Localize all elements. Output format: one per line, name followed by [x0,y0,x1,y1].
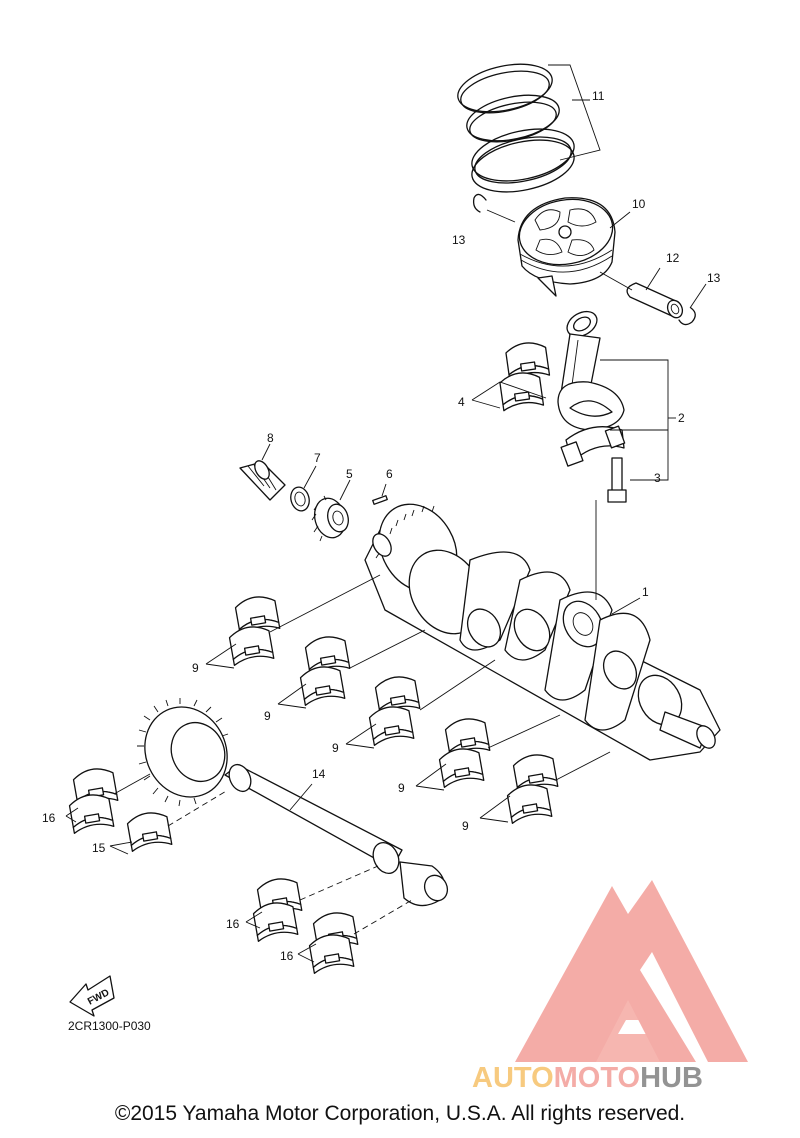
leader-lines [65,64,707,963]
part-label-13-a: 13 [452,233,466,247]
watermark-moto: MOTO [554,1062,640,1094]
bolt-8 [239,460,286,501]
part-label-15: 15 [92,841,106,855]
circlip-upper [472,193,487,213]
circlip-lower [678,307,696,326]
gear-5 [311,495,349,542]
copyright-notice: ©2015 Yamaha Motor Corporation, U.S.A. A… [114,1102,686,1125]
rod-bearing-lower [498,369,545,412]
part-label-10: 10 [632,197,646,211]
drawing-code: 2CR1300-P030 [68,1019,151,1033]
connecting-rod [557,310,625,431]
balancer-bearings [67,765,359,974]
piston-pin [626,282,684,319]
part-label-9-a: 9 [192,661,199,675]
key-6 [372,495,388,505]
part-label-4: 4 [458,395,465,409]
automotohub-logo: AUTOMOTOHUB [472,880,748,1094]
part-label-14: 14 [312,767,326,781]
rod-bolt [607,457,627,503]
part-label-6: 6 [386,467,393,481]
part-label-1: 1 [642,585,649,599]
part-label-12: 12 [666,251,680,265]
balancer-shaft [137,698,449,907]
washer-7 [290,486,310,512]
part-label-11: 11 [592,89,605,103]
part-label-2: 2 [678,411,685,425]
part-label-9-c: 9 [332,741,339,755]
rod-cap [560,425,626,467]
piston [517,197,616,297]
crankshaft [364,503,721,761]
part-label-7: 7 [314,451,321,465]
part-label-16-a: 16 [42,811,56,825]
part-label-13-b: 13 [707,271,721,285]
watermark-auto: AUTO [472,1062,554,1094]
fwd-arrow-icon: FWD [69,975,115,1017]
part-label-9-e: 9 [462,819,469,833]
part-label-16-c: 16 [280,949,294,963]
part-label-9-d: 9 [398,781,405,795]
part-number-labels: 1 2 3 4 5 6 7 8 9 9 9 9 9 10 11 12 13 13… [42,89,721,963]
part-label-16-b: 16 [226,917,240,931]
part-label-3: 3 [654,471,661,485]
part-label-9-b: 9 [264,709,271,723]
part-label-8: 8 [267,431,274,445]
watermark-hub: HUB [640,1062,703,1094]
part-label-5: 5 [346,467,353,481]
piston-rings [457,63,575,193]
svg-text:AUTOMOTOHUB: AUTOMOTOHUB [472,1062,703,1094]
